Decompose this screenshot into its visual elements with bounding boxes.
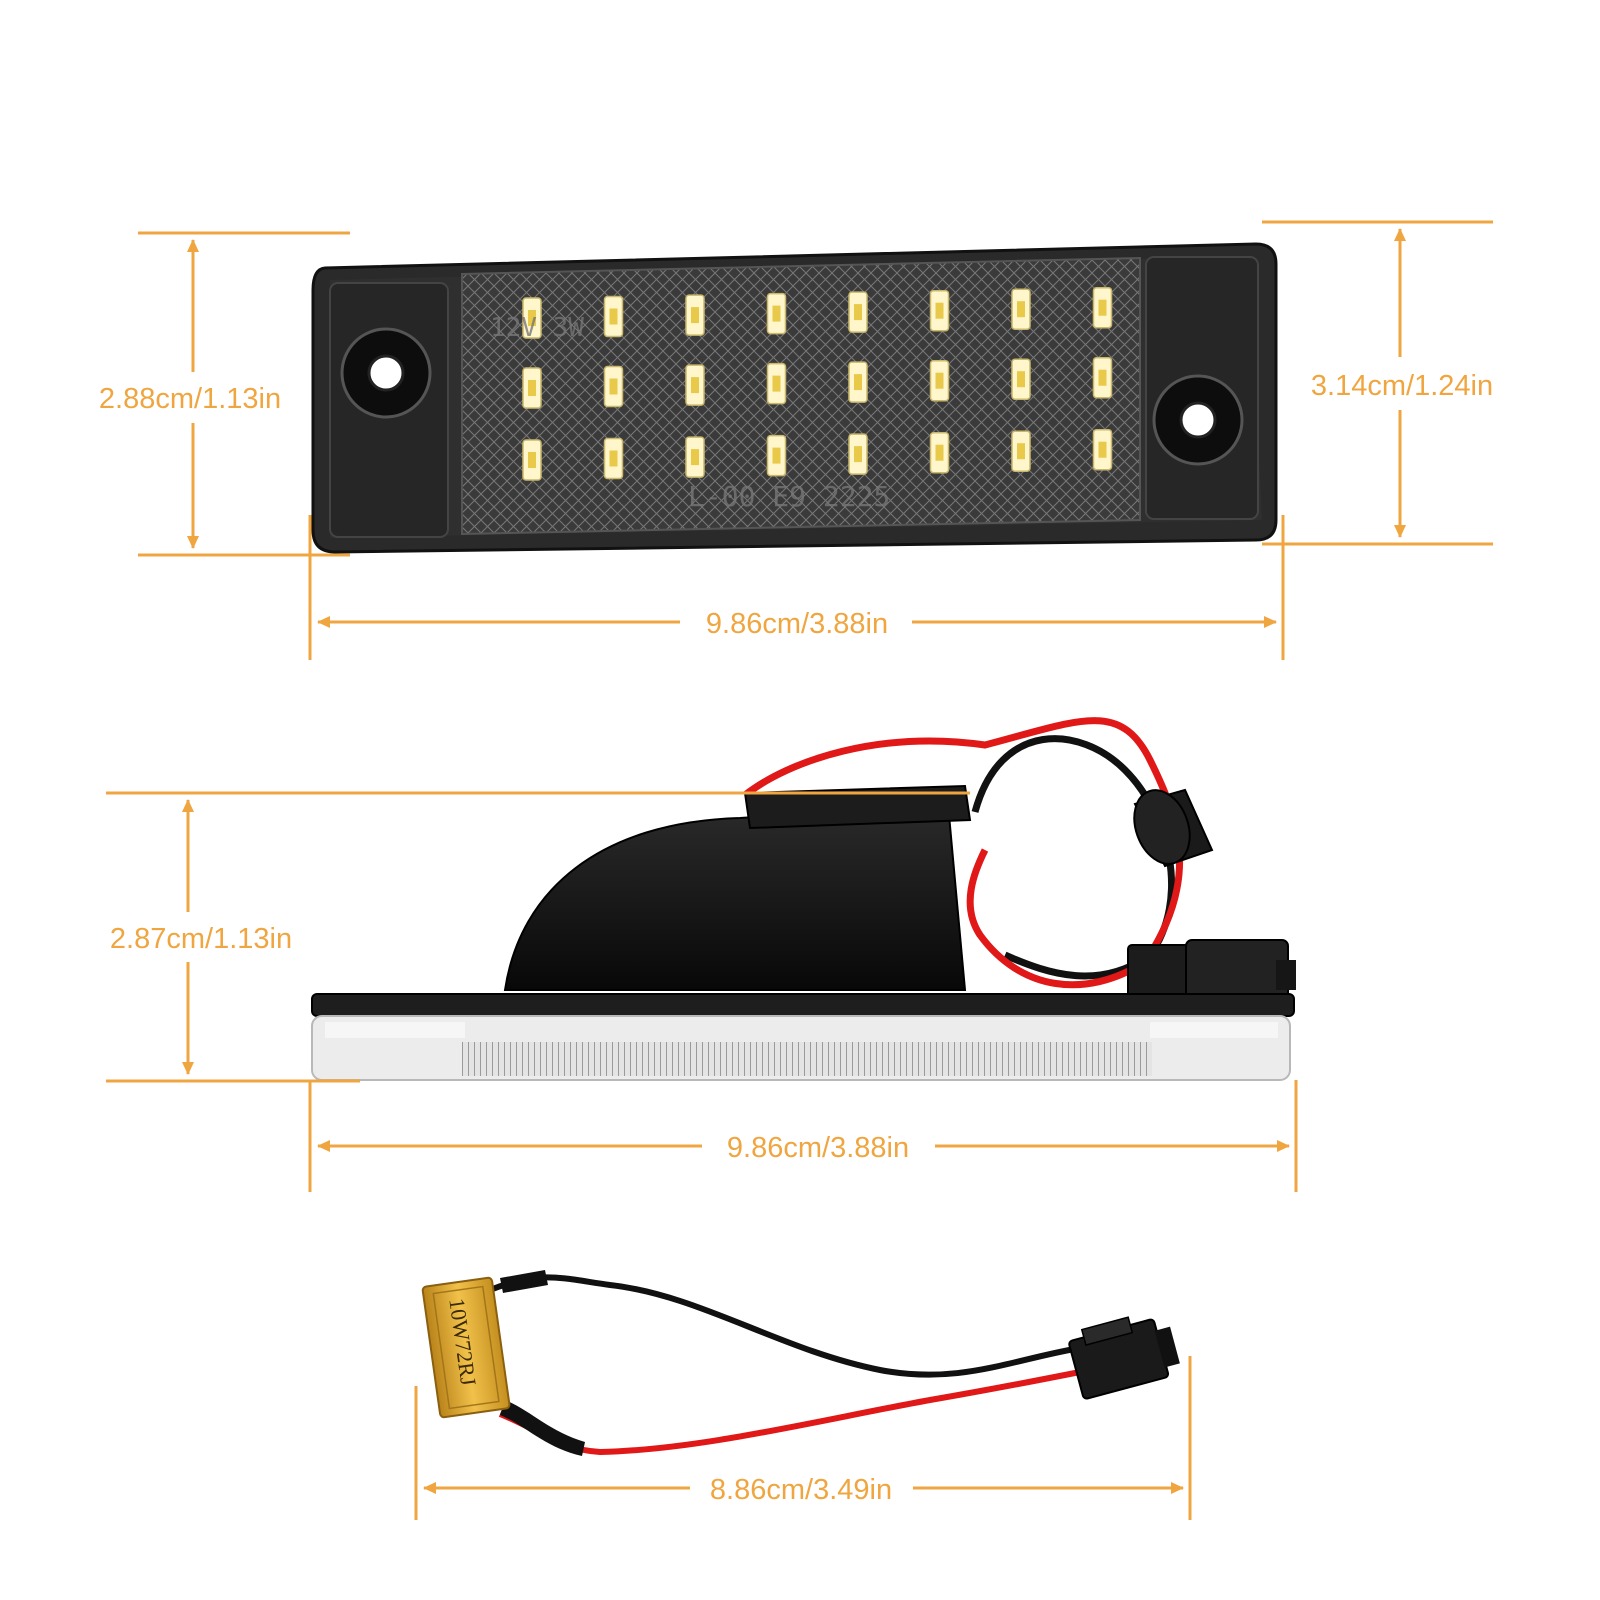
led-chip-core: [1098, 299, 1107, 316]
led-chip-core: [772, 447, 781, 464]
led-chip-core: [935, 444, 944, 461]
led-chip-core: [691, 377, 699, 394]
decoder-wire-red: [498, 1367, 1091, 1456]
side-view: 2.87cm/1.13in 9.86cm/3.88in: [106, 717, 1298, 1192]
led-chip-core: [935, 372, 944, 389]
decoder-wire-black: [488, 1274, 1081, 1378]
decoder-view: 10W72RJ 8.86cm/3.49in: [414, 1270, 1192, 1520]
load-resistor: 10W72RJ: [421, 1276, 511, 1419]
led-chip-core: [1017, 443, 1025, 460]
lens-grid: [461, 256, 1141, 536]
led-chip-core: [691, 307, 699, 324]
led-chip-core: [935, 302, 944, 319]
led-chip-core: [772, 375, 781, 392]
decoder-connector: [1068, 1316, 1180, 1400]
wire-black-loop: [971, 735, 1175, 980]
side-base-plate: [311, 993, 1295, 1017]
led-chip-core: [854, 304, 862, 321]
front-view: 12V 3W L-00 E9 2225 2.88cm/1.13in 3.14cm…: [99, 220, 1493, 660]
led-chip-core: [1098, 441, 1107, 458]
led-chip-core: [528, 452, 536, 468]
front-height-right-label: 3.14cm/1.24in: [1311, 370, 1493, 402]
led-chip-core: [609, 308, 618, 325]
screw-hole-right: [1152, 374, 1244, 466]
led-chip-core: [609, 450, 618, 467]
decoder-width-label: 8.86cm/3.49in: [710, 1474, 892, 1506]
front-width-label: 9.86cm/3.88in: [706, 608, 888, 640]
side-housing: [503, 802, 967, 991]
led-chip-core: [609, 378, 618, 395]
led-chip-core: [772, 305, 781, 322]
led-chip-core: [854, 374, 862, 391]
led-chip-core: [691, 449, 699, 466]
lens-marking-bottom: L-00 E9 2225: [688, 480, 890, 513]
led-chip-core: [1017, 371, 1025, 388]
led-chip-core: [528, 380, 536, 396]
led-chip-core: [854, 446, 862, 463]
screw-hole-left: [340, 327, 432, 419]
lens-marking-top: 12V 3W: [490, 313, 584, 343]
side-height-label: 2.87cm/1.13in: [110, 923, 292, 955]
led-chip-core: [1017, 301, 1025, 318]
rubber-grommet: [1133, 788, 1214, 868]
side-width-label: 9.86cm/3.88in: [727, 1132, 909, 1164]
front-height-left-label: 2.88cm/1.13in: [99, 383, 281, 415]
led-array: [522, 286, 1113, 481]
led-chip-core: [528, 310, 536, 326]
led-chip-core: [1098, 369, 1107, 386]
